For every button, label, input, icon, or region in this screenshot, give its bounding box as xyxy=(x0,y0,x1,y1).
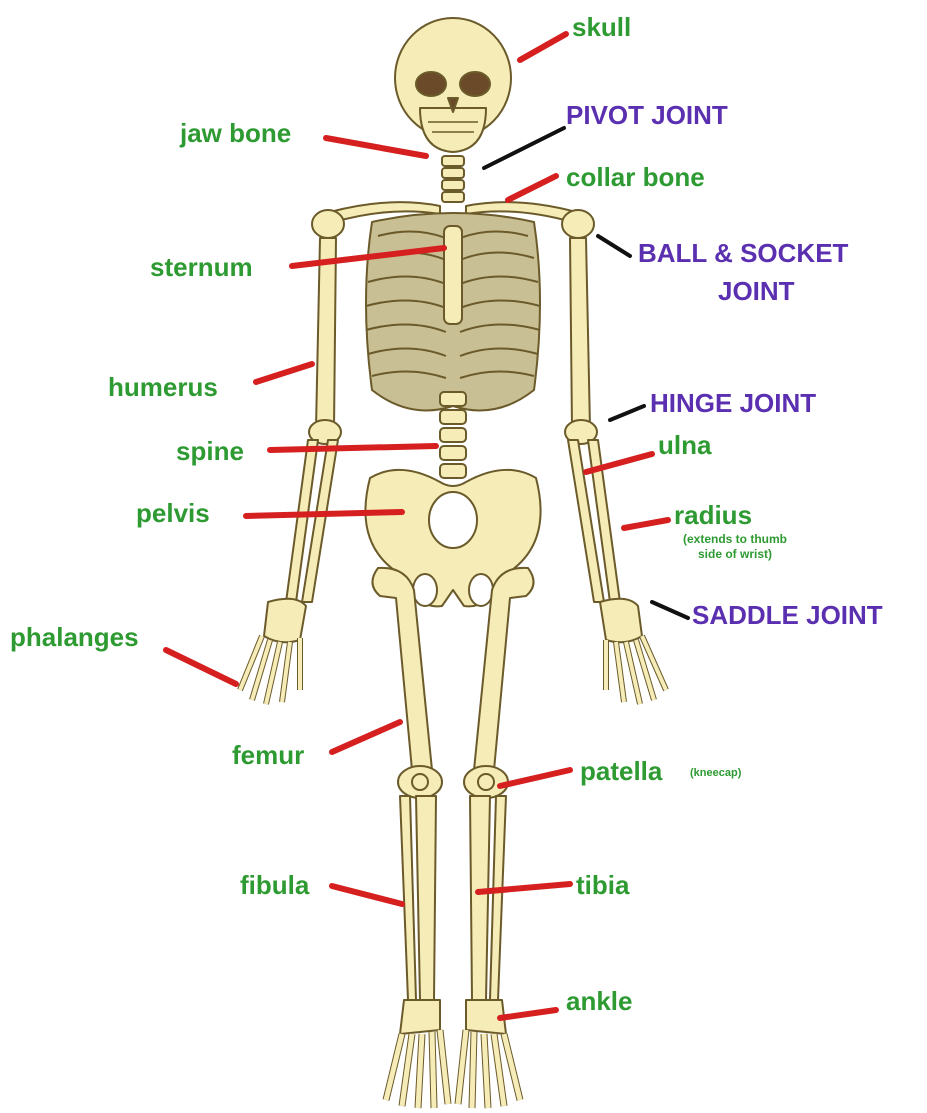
lumbar-spine xyxy=(440,392,466,478)
femur-bones xyxy=(372,568,533,770)
label-fibula: fibula xyxy=(240,872,309,898)
femur-leader xyxy=(332,722,400,752)
label-ulna: ulna xyxy=(658,432,711,458)
ball-socket-leader xyxy=(598,236,630,256)
label-pivot-joint: PIVOT JOINT xyxy=(566,102,728,128)
fibula-leader xyxy=(332,886,402,904)
spine-leader xyxy=(270,446,436,450)
ribcage xyxy=(366,213,540,410)
label-ball-socket-joint-line1: BALL & SOCKET xyxy=(638,240,848,266)
label-patella-note: (kneecap) xyxy=(690,768,741,779)
hand-bones xyxy=(240,599,666,704)
label-humerus: humerus xyxy=(108,374,218,400)
pelvis-leader xyxy=(246,512,402,516)
label-pelvis: pelvis xyxy=(136,500,210,526)
phalanges-leader xyxy=(166,650,236,684)
pivot-joint-leader xyxy=(484,128,564,168)
knee-bones xyxy=(398,766,508,798)
label-femur: femur xyxy=(232,742,304,768)
label-collar-bone: collar bone xyxy=(566,164,705,190)
label-radius: radius xyxy=(674,502,752,528)
humerus-leader xyxy=(256,364,312,382)
ankle-leader xyxy=(500,1010,556,1018)
patella-leader xyxy=(500,770,570,786)
label-sternum: sternum xyxy=(150,254,253,280)
label-skull: skull xyxy=(572,14,631,40)
tibia-leader xyxy=(478,884,570,892)
label-phalanges: phalanges xyxy=(10,624,139,650)
collar-bone-leader xyxy=(508,176,556,200)
label-spine: spine xyxy=(176,438,244,464)
hinge-joint-leader xyxy=(610,406,644,420)
label-tibia: tibia xyxy=(576,872,629,898)
saddle-joint-leader xyxy=(652,602,688,618)
label-radius-note-line1: (extends to thumb xyxy=(652,532,818,547)
label-hinge-joint: HINGE JOINT xyxy=(650,390,816,416)
radius-leader xyxy=(624,520,668,528)
label-saddle-joint: SADDLE JOINT xyxy=(692,602,883,628)
label-jaw-bone: jaw bone xyxy=(180,120,291,146)
lower-leg-bones xyxy=(400,796,506,1000)
skull-bone xyxy=(395,18,511,152)
label-radius-note-line2: side of wrist) xyxy=(652,547,818,562)
label-ankle: ankle xyxy=(566,988,633,1014)
skull-leader xyxy=(520,34,566,60)
neck-vertebrae xyxy=(442,156,464,202)
label-radius-note: (extends to thumb side of wrist) xyxy=(652,532,818,562)
jaw-bone-leader xyxy=(326,138,426,156)
label-ball-socket-joint-line2: JOINT xyxy=(718,278,795,304)
label-patella: patella xyxy=(580,758,662,784)
